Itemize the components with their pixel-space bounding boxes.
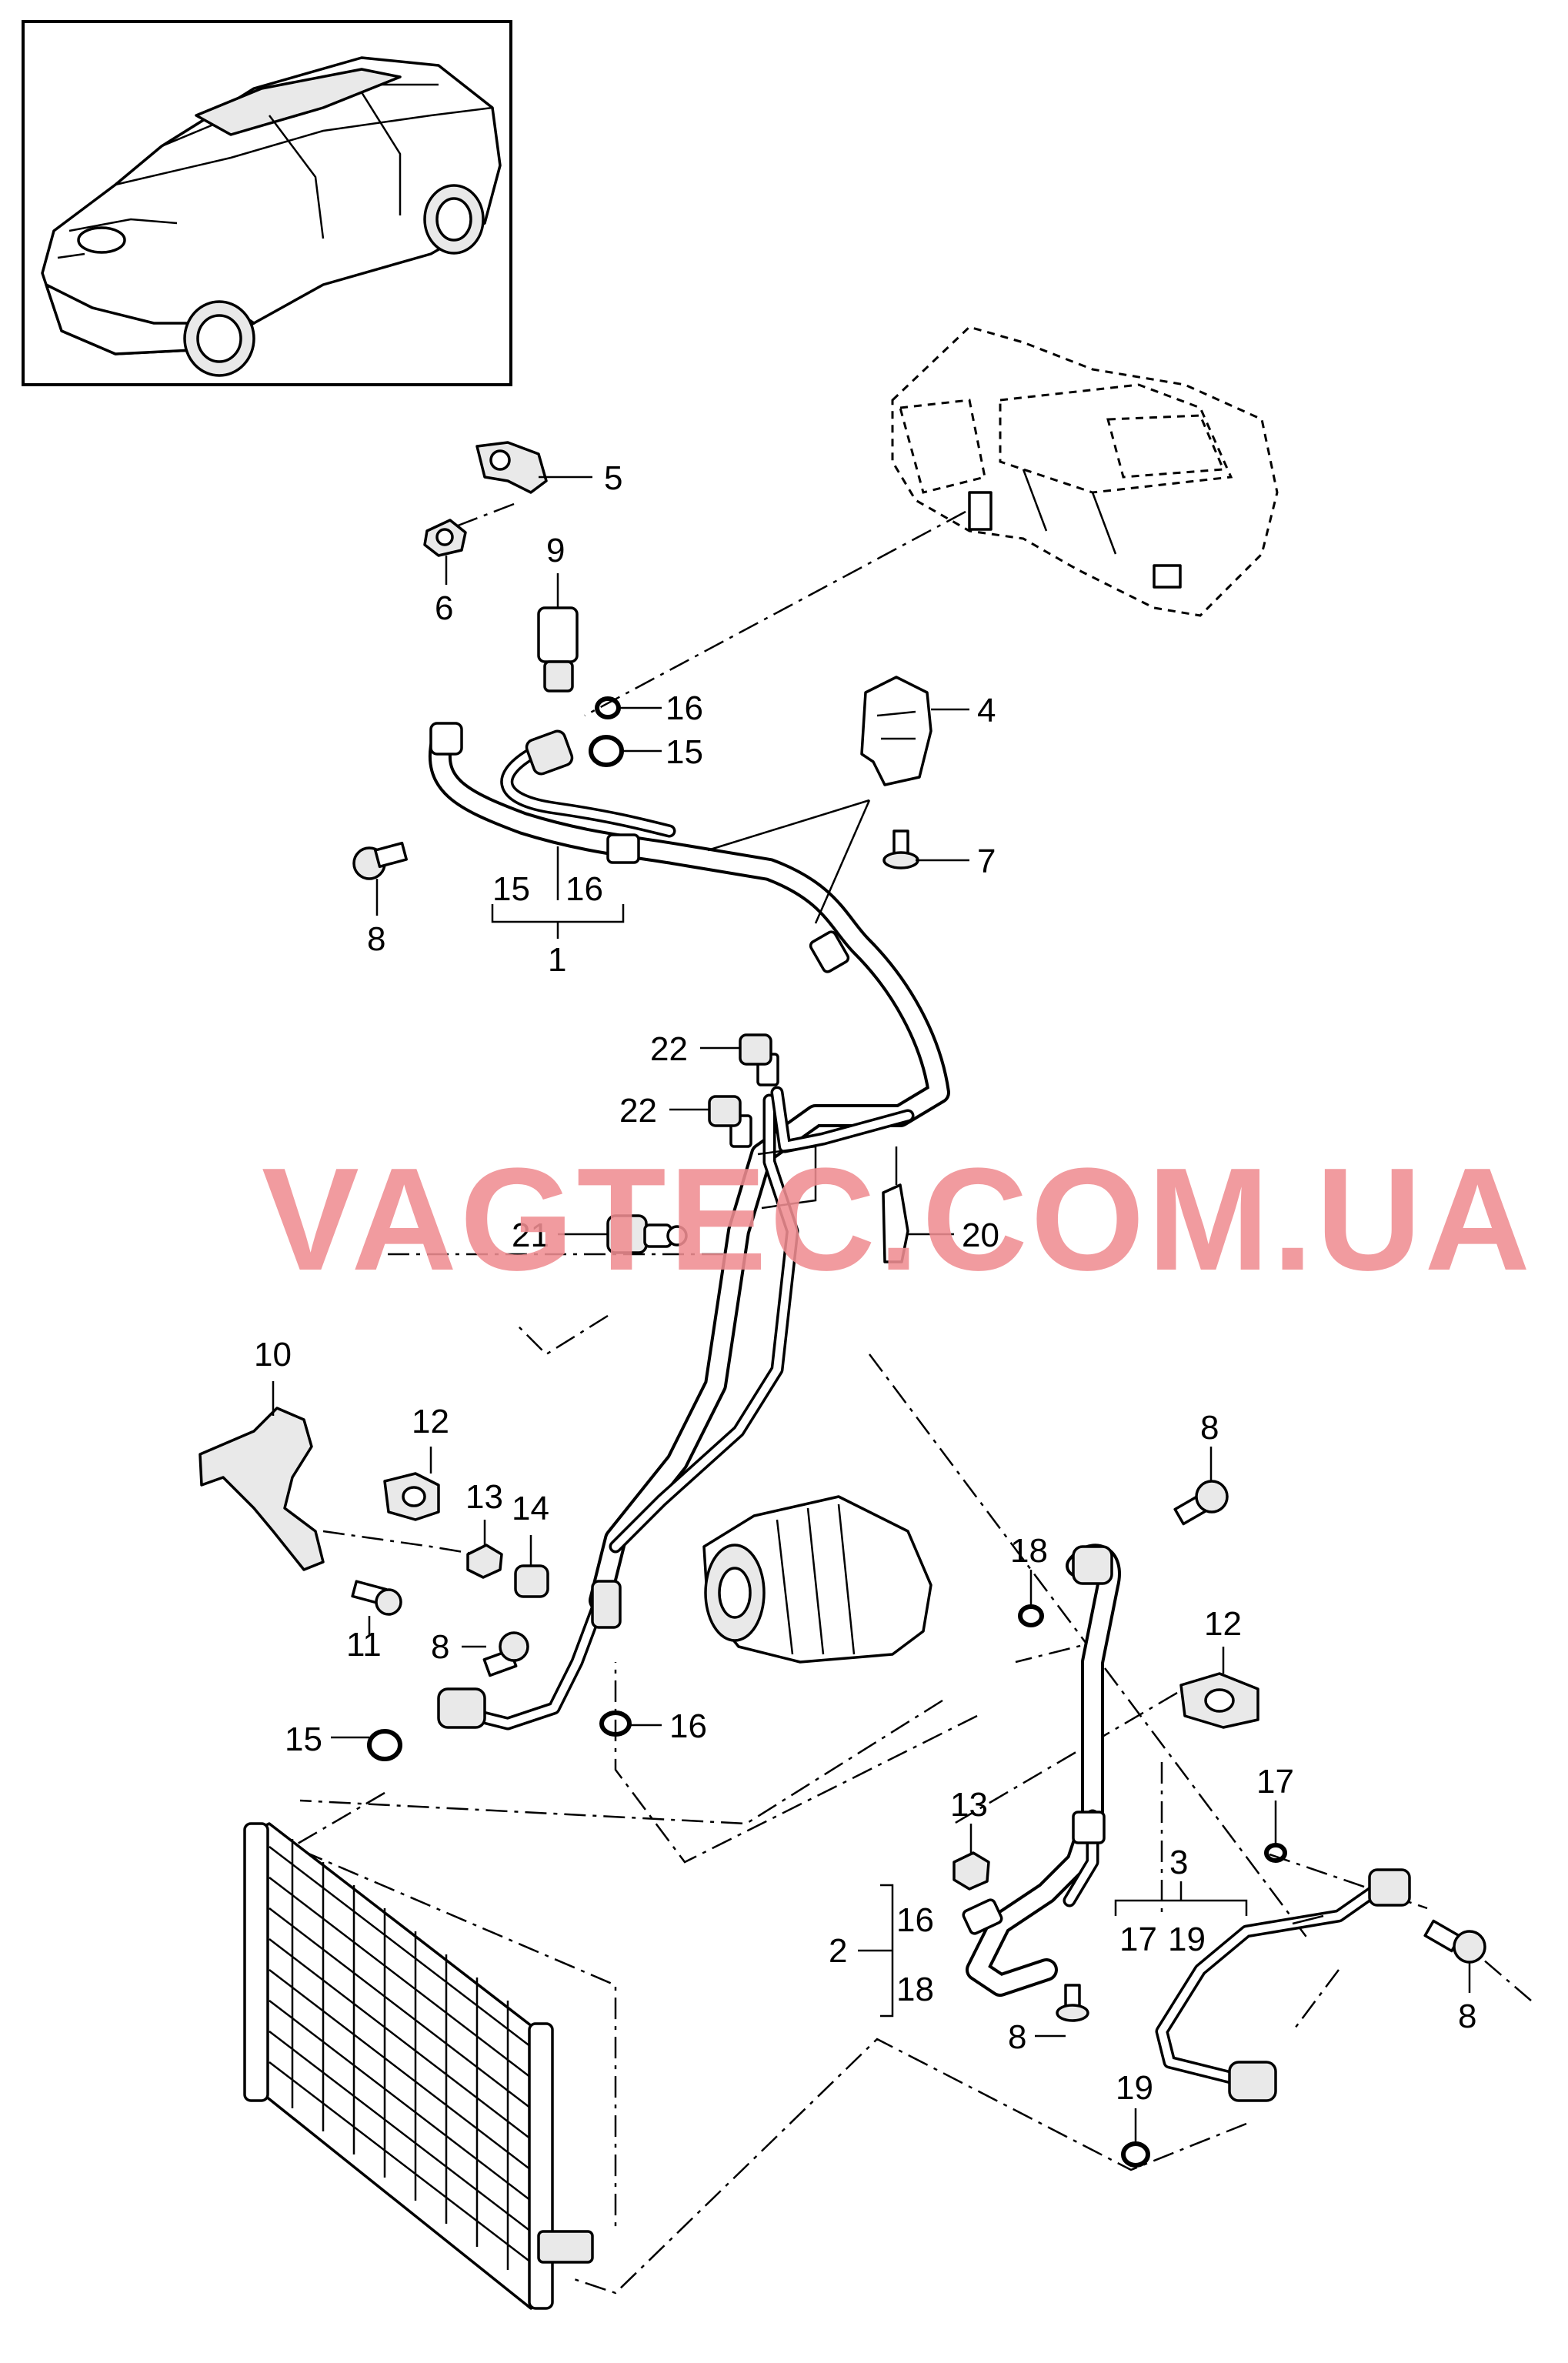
- assembly-dash-lines: [290, 502, 1532, 2295]
- callout-16a: 16: [666, 689, 703, 727]
- refrigerant-line-2: [962, 1544, 1121, 1997]
- callout-8e: 8: [1458, 1998, 1476, 2035]
- bolt-8c: [1173, 1480, 1229, 1526]
- callout-9: 9: [546, 532, 565, 569]
- grommet-14: [514, 1564, 549, 1598]
- callout-10: 10: [254, 1336, 292, 1373]
- callout-17b: 17: [1119, 1921, 1157, 1958]
- condenser: [243, 1822, 594, 2310]
- o-ring-15c: [367, 1729, 402, 1761]
- callout-8c: 8: [1200, 1409, 1219, 1447]
- callout-4: 4: [977, 692, 996, 729]
- callout-16c: 16: [669, 1707, 707, 1745]
- clamp-12a: [383, 1472, 440, 1521]
- o-ring-16a: [595, 696, 621, 719]
- caps-22: [708, 1033, 772, 1127]
- screw-7: [882, 829, 919, 869]
- bracket-4: [860, 676, 932, 786]
- o-ring-16c: [599, 1711, 632, 1737]
- bracket-10: [199, 1407, 325, 1571]
- callout-22a: 22: [650, 1030, 688, 1068]
- callout-16d: 16: [896, 1901, 934, 1939]
- nut-13a: [466, 1544, 503, 1579]
- callout-8d: 8: [1008, 2018, 1026, 2056]
- pressure-sensor-9: [537, 606, 579, 693]
- hvac-housing-outline: [891, 325, 1279, 617]
- callout-12a: 12: [412, 1403, 449, 1440]
- callout-2: 2: [829, 1932, 847, 1970]
- nut-6: [423, 519, 467, 557]
- callout-16b: 16: [565, 870, 603, 908]
- callout-14: 14: [512, 1490, 549, 1527]
- callout-1: 1: [548, 941, 566, 979]
- callout-20: 20: [962, 1217, 999, 1254]
- refrigerant-line-3: [1155, 1868, 1411, 2102]
- callout-21: 21: [512, 1217, 549, 1254]
- o-ring-19b: [1121, 2141, 1150, 2168]
- vehicle-thumbnail: [22, 20, 512, 386]
- callout-7: 7: [977, 843, 996, 880]
- bolt-8a: [352, 841, 408, 880]
- bolt-8e: [1423, 1919, 1486, 1964]
- refrigerant-line-assembly: [428, 722, 950, 1731]
- nut-13b: [952, 1851, 990, 1891]
- bolt-8b: [482, 1631, 529, 1677]
- callout-13a: 13: [465, 1478, 503, 1516]
- callout-18b: 18: [896, 1971, 934, 2008]
- callout-3: 3: [1169, 1844, 1188, 1881]
- ac-compressor: [702, 1495, 932, 1664]
- valve-21: [606, 1214, 688, 1254]
- callout-8a: 8: [367, 920, 385, 958]
- screw-8d: [1056, 1984, 1089, 2022]
- callout-15c: 15: [285, 1721, 322, 1758]
- o-ring-18a: [1018, 1604, 1044, 1627]
- car-icon: [41, 56, 502, 377]
- callout-5: 5: [604, 459, 622, 497]
- callout-22b: 22: [619, 1092, 657, 1130]
- o-ring-17a: [1264, 1843, 1287, 1863]
- watermark: VAGTEC.COM.UA: [262, 1138, 1533, 1301]
- callout-17a: 17: [1256, 1763, 1294, 1801]
- callout-15b: 15: [492, 870, 530, 908]
- callout-6: 6: [435, 589, 453, 627]
- callout-11: 11: [346, 1626, 382, 1664]
- callout-15a: 15: [666, 733, 703, 771]
- callout-labels: 5 6 9 16 15 4 7 8 15 16 1 22 22 21 20 10…: [254, 459, 1476, 2107]
- callout-12b: 12: [1204, 1605, 1242, 1643]
- clamp-12b: [1179, 1672, 1259, 1729]
- bolt-11: [351, 1580, 402, 1616]
- clip-20: [882, 1183, 909, 1263]
- callout-19a: 19: [1168, 1921, 1206, 1958]
- callout-19b: 19: [1116, 2069, 1153, 2107]
- callout-18a: 18: [1010, 1532, 1048, 1570]
- o-ring-15a: [589, 735, 624, 767]
- bracket-5: [475, 441, 548, 494]
- leader-lines: [272, 476, 1471, 2144]
- callout-13b: 13: [950, 1786, 988, 1824]
- callout-8b: 8: [431, 1628, 449, 1666]
